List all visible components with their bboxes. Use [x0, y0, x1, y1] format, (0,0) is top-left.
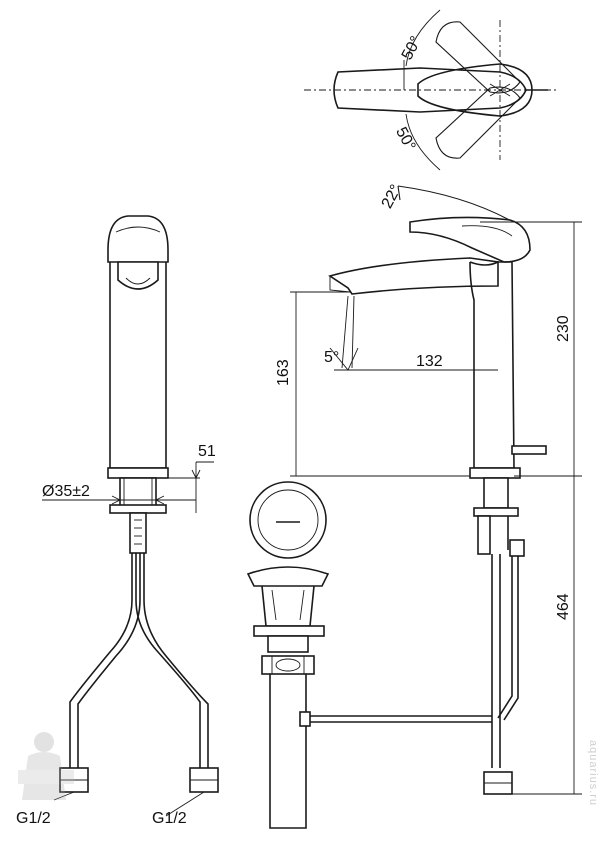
- dim-spout-height: 163: [275, 359, 292, 386]
- plumber-logo: [18, 732, 74, 800]
- dim-spout-reach: 132: [416, 353, 443, 370]
- side-view: [290, 185, 582, 795]
- front-view: [42, 215, 219, 817]
- dim-hole-diameter: Ø35±2: [42, 483, 90, 500]
- dim-hose-length: 464: [555, 593, 572, 620]
- dim-swivel-bottom: 50°: [392, 124, 418, 153]
- watermark-text: aquarius.ru: [587, 740, 599, 806]
- dim-thread-left: G1/2: [16, 810, 51, 827]
- drain-plug-view: [246, 481, 330, 829]
- dim-thread-right: G1/2: [152, 810, 187, 827]
- top-view: [304, 9, 556, 171]
- dim-spout-angle: 5°: [324, 349, 339, 366]
- dim-swivel-top: 50°: [399, 34, 425, 63]
- dim-total-height: 230: [555, 315, 572, 342]
- dim-side-offset: 51: [198, 443, 216, 460]
